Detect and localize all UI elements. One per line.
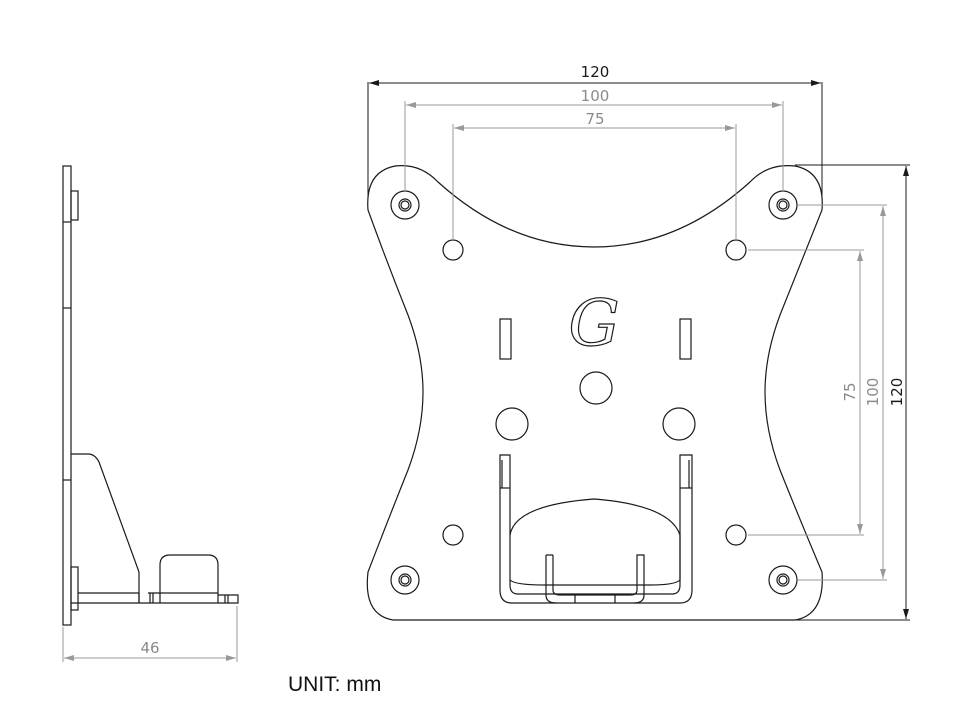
dimension-height-vesa100-label: 100 [864, 378, 882, 407]
slot-right [679, 318, 692, 360]
slot-left [499, 318, 512, 360]
side-view: 46 [62, 165, 239, 662]
dimension-depth-label: 46 [140, 639, 159, 657]
hole-right [662, 407, 696, 441]
brand-logo: G [568, 287, 619, 361]
bolt-head-top [70, 190, 79, 221]
gusset [71, 453, 140, 603]
plate-outline [366, 164, 823, 621]
dimension-width-vesa75-label: 75 [585, 110, 604, 128]
base-plate [71, 592, 239, 604]
dimension-width-vesa100-label: 100 [581, 87, 610, 105]
side-plate [62, 165, 72, 626]
dimension-width-overall-label: 120 [581, 63, 610, 81]
front-view: G 120 100 75 120 [366, 63, 910, 621]
unit-label: UNIT: mm [288, 673, 381, 696]
dimension-height-vesa75-label: 75 [841, 382, 859, 401]
bracket [499, 454, 693, 604]
bolt-head-bottom [70, 566, 79, 611]
center-hole [579, 371, 613, 405]
dimension-height-overall-label: 120 [888, 378, 906, 407]
hole-left [495, 407, 529, 441]
corner-holes [390, 190, 798, 595]
base-hump [159, 554, 229, 603]
